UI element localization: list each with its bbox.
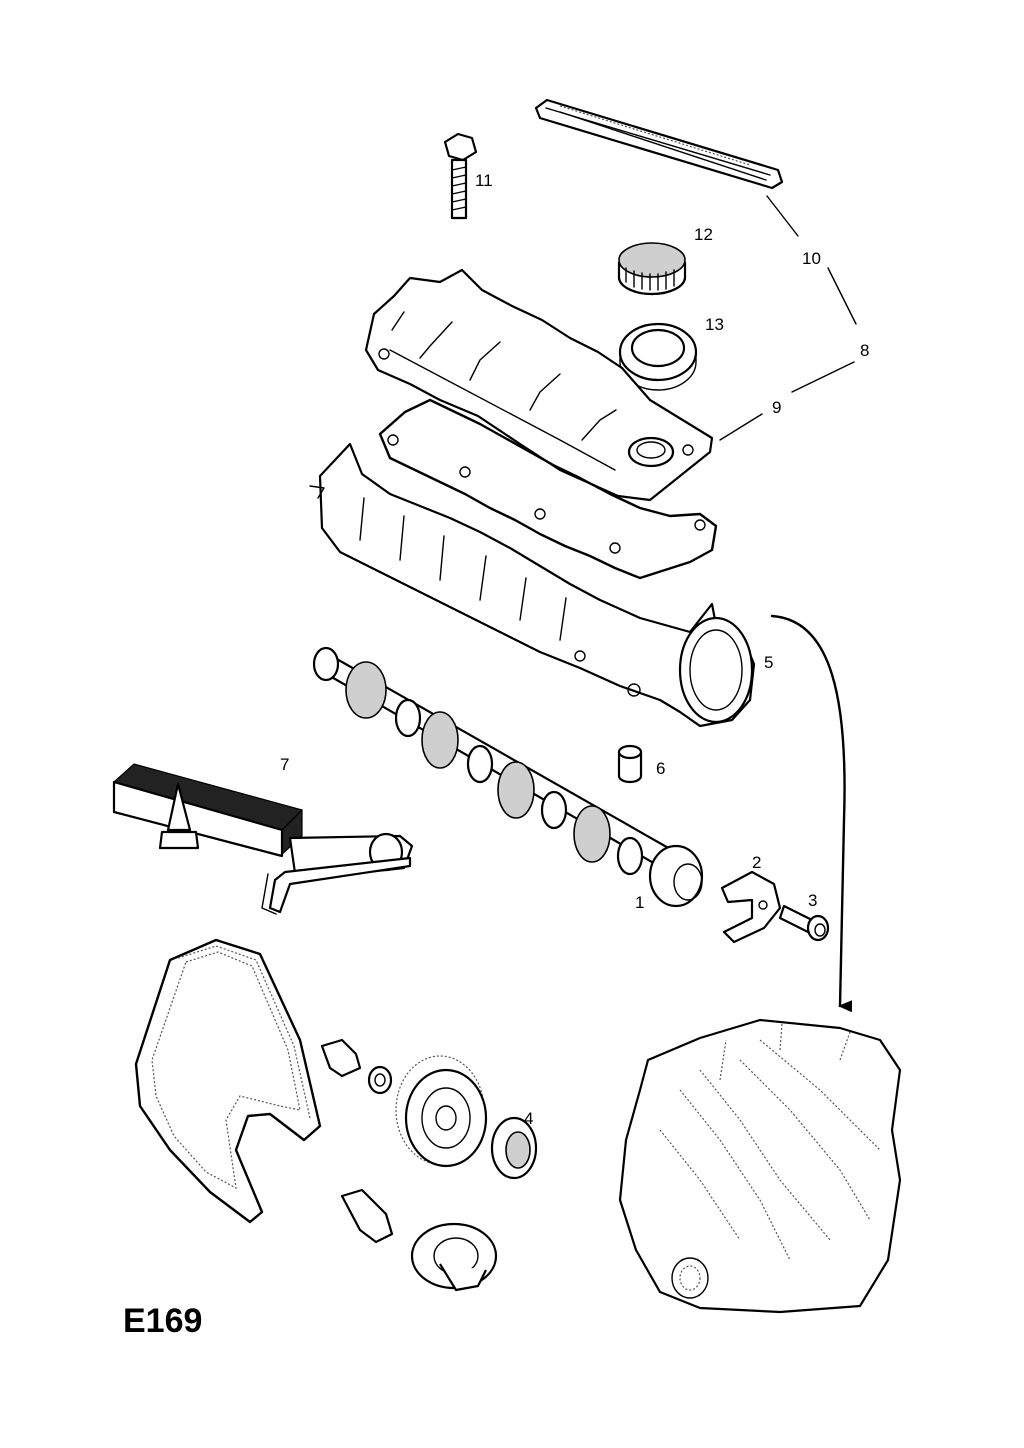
part-3-screw — [778, 904, 830, 942]
part-8-cover-gasket — [378, 398, 718, 580]
part-6-sleeve — [617, 744, 643, 784]
callout-13: 13 — [705, 315, 724, 334]
part-12-filler-cap — [617, 242, 687, 296]
leader-lines — [719, 195, 857, 1013]
callout-5: 5 — [764, 653, 773, 672]
callout-9: 9 — [772, 398, 781, 417]
callout-10: 10 — [802, 249, 821, 268]
callout-7: 7 — [280, 755, 289, 774]
callout-3: 3 — [808, 891, 817, 910]
callout-11: 11 — [475, 171, 493, 190]
part-10-trim-strip — [534, 98, 784, 190]
callout-1: 1 — [635, 893, 644, 912]
callout-2: 2 — [752, 853, 761, 872]
part-4-oil-seal — [490, 1116, 538, 1180]
timing-belt — [134, 938, 322, 1224]
part-2-locking-plate — [720, 870, 782, 944]
diagram-code: E169 — [123, 1302, 202, 1340]
part-9-cam-cover — [364, 268, 714, 502]
sprocket-assembly — [320, 1038, 488, 1168]
part-1-camshaft — [312, 646, 704, 908]
callout-4: 4 — [524, 1109, 533, 1128]
callout-6: 6 — [656, 759, 665, 778]
engine-block — [618, 1018, 902, 1314]
callout-labels: 1 2 3 4 5 6 7 8 9 10 11 12 13 — [280, 171, 869, 1128]
part-11-bolt — [443, 132, 478, 220]
callout-8: 8 — [860, 341, 869, 360]
callout-12: 12 — [694, 225, 713, 244]
part-13-seal-ring — [618, 322, 698, 391]
tensioner-assembly — [340, 1188, 498, 1292]
part-5-camshaft-housing — [309, 442, 756, 728]
part-7-sealant-kit — [112, 763, 414, 915]
